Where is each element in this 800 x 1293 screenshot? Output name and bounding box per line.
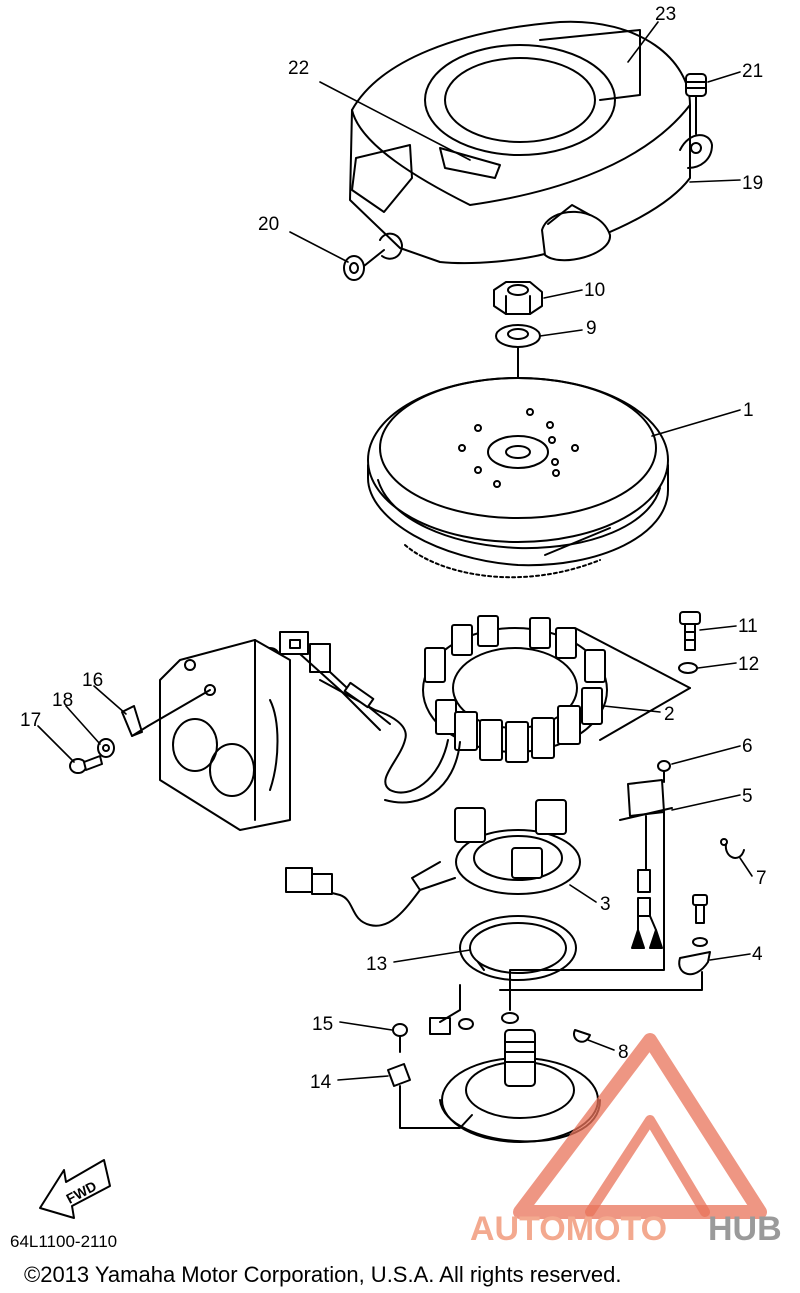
washer-18 [97,738,115,758]
callout-9: 9 [586,318,597,339]
stator-2 [422,615,691,763]
callout-15: 15 [312,1014,333,1035]
screw-6 [657,760,671,783]
clip-7 [720,838,745,859]
callout-13: 13 [366,954,387,975]
callout-22: 22 [288,58,309,79]
bracket-housing [159,639,291,831]
relay-5 [509,779,673,1011]
clamp-16 [121,689,211,737]
part-code: 64L1100-2110 [10,1232,118,1251]
callout-4: 4 [752,944,763,965]
bracket-14 [387,1063,473,1129]
screw-15 [392,1023,408,1053]
callout-18: 18 [52,690,73,711]
callout-11: 11 [738,616,758,637]
callout-17: 17 [20,710,41,731]
callout-1: 1 [743,400,754,421]
washer-12 [678,662,698,674]
clamp-4 [499,894,711,991]
callout-16: 16 [82,670,103,691]
callout-labels: 23 22 21 19 20 10 9 1 11 12 2 16 18 17 6… [20,4,767,1093]
callout-12: 12 [738,654,759,675]
grommet-21 [685,73,707,135]
screw-17 [69,755,103,774]
callout-21: 21 [742,61,763,82]
flywheel-1 [367,377,669,579]
pulser-coil-3 [285,799,581,927]
stator-harness [255,631,461,804]
callout-3: 3 [600,894,611,915]
bolt-11 [679,611,701,651]
callout-6: 6 [742,736,753,757]
watermark-logo: AUTOMOTO HUB [470,1033,782,1248]
callout-8: 8 [618,1042,629,1063]
callout-5: 5 [742,786,753,807]
ring-13 [459,915,577,981]
callout-10: 10 [584,280,605,301]
leader-lines [37,21,753,1081]
nut-10 [493,281,543,315]
callout-2: 2 [664,704,675,725]
magneto-base [429,984,601,1143]
watermark-brand-part1: AUTOMOTO [470,1210,667,1248]
fwd-arrow-icon: FWD [39,1159,111,1219]
callout-14: 14 [310,1072,332,1093]
flywheel-cover [349,20,713,265]
callout-23: 23 [655,4,676,25]
copyright-notice: ©2013 Yamaha Motor Corporation, U.S.A. A… [24,1262,622,1287]
watermark-brand-part2: HUB [708,1210,782,1248]
callout-19: 19 [742,173,763,194]
callout-20: 20 [258,214,279,235]
grommet-20 [343,249,385,281]
callout-7: 7 [756,868,767,889]
